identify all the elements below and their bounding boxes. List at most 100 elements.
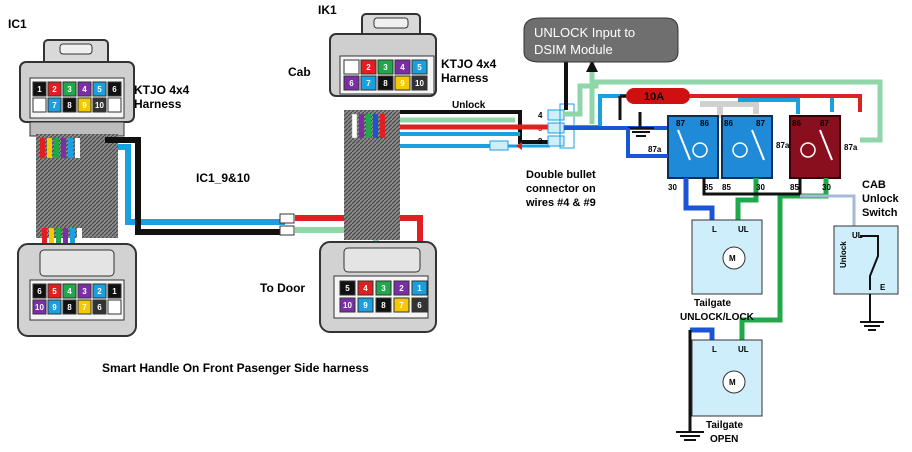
ic1-black-wire <box>105 137 285 235</box>
cab-switch-line3: Switch <box>862 207 898 219</box>
pin-number: 6 <box>37 287 42 296</box>
bullet-splice-2 <box>279 225 295 236</box>
double-bullet-line1: Double bullet <box>526 169 596 181</box>
pin-number: 8 <box>67 101 72 110</box>
relay2-87a: 87a <box>776 141 790 150</box>
pin-cell <box>32 299 47 315</box>
pin-cell <box>107 81 122 97</box>
switch-e-label: E <box>880 283 886 292</box>
pin-cell <box>375 297 392 313</box>
harness-left-label: Harness <box>134 97 182 111</box>
pin-number: 9 <box>82 101 87 110</box>
pin-cell <box>360 75 377 91</box>
fuse-10a <box>626 88 690 104</box>
pin-number: 9 <box>52 303 57 312</box>
ic1-label: IC1 <box>8 17 27 31</box>
relay2-out-wire <box>735 178 759 222</box>
pin-cell <box>107 97 122 113</box>
relay1-86: 86 <box>700 119 709 128</box>
fuse-label: 10A <box>644 91 664 103</box>
relay3-87: 87 <box>820 119 829 128</box>
tailgate1-line2: UNLOCK/LOCK <box>680 312 755 323</box>
pin-cell <box>77 299 92 315</box>
pin-cell <box>394 75 411 91</box>
motor1-m-label: M <box>729 254 736 263</box>
pin-number: 7 <box>399 301 404 310</box>
pin-cell <box>62 81 77 97</box>
pin-cell <box>375 280 392 296</box>
pin-cell <box>77 81 92 97</box>
pin-number: 2 <box>97 287 102 296</box>
ktjo-right-label: KTJO 4x4 <box>441 57 497 71</box>
pin-cell <box>32 283 47 299</box>
pin-number: 4 <box>67 287 72 296</box>
relay2-87: 87 <box>756 119 765 128</box>
pin-cell <box>339 297 356 313</box>
pin-cell <box>107 283 122 299</box>
motor2-l-label: L <box>712 345 717 354</box>
motor-tailgate-unlock <box>691 219 763 295</box>
ground-icon <box>628 127 654 137</box>
pin-cell <box>62 283 77 299</box>
pin-number: 10 <box>415 79 424 88</box>
pin-cell <box>360 59 377 75</box>
relay1-30: 30 <box>668 183 677 192</box>
pin-cell <box>343 59 360 75</box>
pin-number: 6 <box>112 85 117 94</box>
pin-number: 10 <box>343 301 352 310</box>
motor1-ul-label: UL <box>738 225 749 234</box>
ic1-blue-wire <box>118 144 285 225</box>
bullet-4-label: 4 <box>538 111 543 120</box>
pin-number: 3 <box>381 284 386 293</box>
relay2-30: 30 <box>756 183 765 192</box>
footer-caption: Smart Handle On Front Pasenger Side harn… <box>102 361 369 375</box>
to-door-label: To Door <box>260 281 305 295</box>
pin-number: 1 <box>417 284 422 293</box>
pin-number: 2 <box>366 63 371 72</box>
pin-cell <box>357 297 374 313</box>
relay-1 <box>667 115 719 179</box>
pin-cell <box>62 97 77 113</box>
relay2-85: 85 <box>722 183 731 192</box>
pin-number: 3 <box>383 63 388 72</box>
pin-number: 2 <box>52 85 57 94</box>
relay1-out-wire <box>683 178 715 222</box>
pin-cell <box>92 81 107 97</box>
pin-number: 5 <box>417 63 422 72</box>
pin-cell <box>47 283 62 299</box>
relay-3 <box>789 115 841 179</box>
pin-number: 10 <box>35 303 44 312</box>
pin-number: 3 <box>67 85 72 94</box>
ic1-910-label: IC1_9&10 <box>196 171 250 185</box>
motor2-m-label: M <box>729 378 736 387</box>
pin-cell <box>107 299 122 315</box>
pin-cell <box>32 97 47 113</box>
relay2-86: 86 <box>724 119 733 128</box>
ik1-label: IK1 <box>318 3 337 17</box>
bubble-line2: DSIM Module <box>534 42 613 57</box>
pin-number: 6 <box>97 303 102 312</box>
dsim-bubble <box>523 17 679 63</box>
pin-number: 4 <box>82 85 87 94</box>
pin-number: 8 <box>67 303 72 312</box>
ground-icon-2 <box>676 431 704 441</box>
pin-cell <box>393 297 410 313</box>
pin-cell <box>92 299 107 315</box>
pin-number: 3 <box>82 287 87 296</box>
pin-cell <box>411 280 428 296</box>
pin-number: 5 <box>97 85 102 94</box>
lightgreen-feed-wire <box>564 79 883 143</box>
double-bullet-line2: connector on <box>526 183 596 195</box>
pin-cell <box>47 299 62 315</box>
pin-number: 7 <box>82 303 87 312</box>
pin-number: 6 <box>417 301 422 310</box>
unlock-wire-label: Unlock <box>452 100 486 111</box>
pin-number: 6 <box>349 79 354 88</box>
double-bullet-line3: wires #4 & #9 <box>525 197 596 209</box>
pin-cell <box>411 59 428 75</box>
tailgate1-line1: Tailgate <box>694 298 731 309</box>
ic1-wire-stubs-top <box>40 138 80 158</box>
tailgate2-line1: Tailgate <box>706 420 743 431</box>
